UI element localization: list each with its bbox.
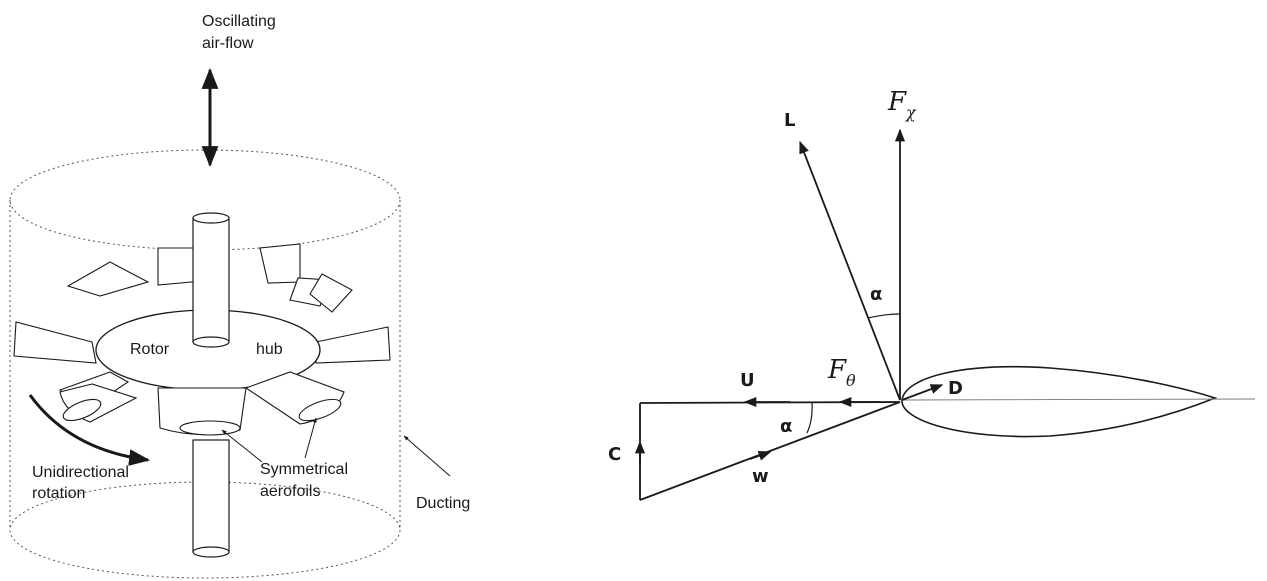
axial-force-subscript: χ (905, 103, 917, 122)
alpha-bottom-label: α (780, 416, 792, 437)
ducting-pointer (403, 435, 451, 477)
rotor-label: Rotor (130, 341, 170, 358)
front-aerofoil-blades (59, 371, 345, 436)
alpha-top-label: α (870, 284, 882, 305)
tangential-force-label: F (827, 355, 847, 385)
velocity-force-diagram: L F χ α F θ D U α C w (608, 87, 1256, 501)
aerofoil-pointer-2 (304, 417, 317, 459)
unidirectional-label: Unidirectional (32, 464, 129, 481)
tangential-force-subscript: θ (846, 371, 856, 390)
w-arrow (749, 450, 772, 461)
blade-velocity-label: U (740, 370, 755, 391)
rotation-arrow (28, 394, 151, 466)
symmetrical-label: Symmetrical (260, 461, 348, 478)
aerofoils-label: aerofoils (260, 483, 320, 500)
lower-shaft (192, 439, 230, 558)
aerofoil-pointer-1 (221, 429, 263, 463)
ducting-label: Ducting (416, 495, 470, 512)
rotation-label: rotation (32, 485, 85, 502)
lift-vector (799, 140, 901, 401)
drag-label: D (948, 378, 963, 399)
upper-shaft (192, 212, 230, 348)
wells-turbine-diagram: Oscillating air-flow Rotor hub Unidirect… (9, 13, 470, 579)
chord-line (899, 398, 1256, 401)
relative-velocity-label: w (752, 466, 769, 487)
lift-label: L (784, 110, 795, 131)
hub-label: hub (256, 341, 283, 358)
airflow-label: air-flow (202, 35, 254, 52)
oscillating-label: Oscillating (202, 13, 276, 30)
axial-force-label: F (887, 87, 907, 117)
w-vector (639, 401, 901, 501)
alpha-arc-top (867, 313, 901, 319)
axial-velocity-label: C (608, 444, 621, 465)
aerofoil-profile (901, 365, 1218, 438)
alpha-arc-bottom (806, 401, 813, 434)
drag-arrow (901, 384, 944, 401)
